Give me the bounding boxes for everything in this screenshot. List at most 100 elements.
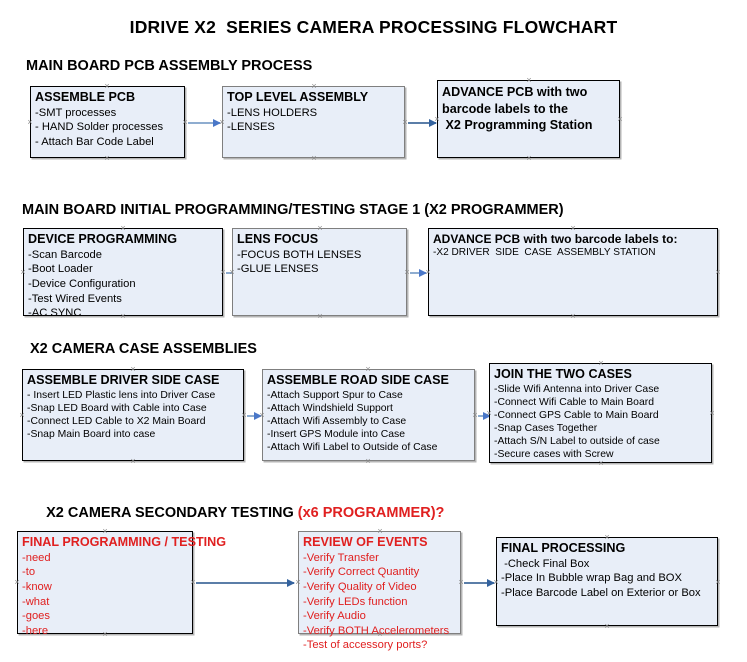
node-line: -AC SYNC [28,307,82,320]
connector-handle[interactable] [364,365,372,373]
node-line: - Attach Bar Code Label [35,135,154,148]
node-advance-pcb-driver-side-case[interactable]: ADVANCE PCB with two barcode labels to: … [428,228,718,316]
connector-handle[interactable] [103,154,111,162]
connector-handle[interactable] [13,578,21,586]
connector-arrow [188,119,221,127]
node-line: -GLUE LENSES [237,263,319,276]
node-line: - HAND Solder processes [35,121,164,134]
connector-handle[interactable] [433,115,441,123]
section-heading-main-board-initial-programming: MAIN BOARD INITIAL PROGRAMMING/TESTING S… [22,202,564,218]
connector-handle[interactable] [258,411,266,419]
section-heading-text: X2 CAMERA SECONDARY TESTING [46,505,298,521]
connector-arrow [464,579,495,587]
connector-handle[interactable] [26,118,34,126]
connector-handle[interactable] [525,154,533,162]
node-line: -Snap Cases Together [494,423,598,435]
node-line: -Connect GPS Cable to Main Board [494,410,659,422]
node-line: -Verify Audio [303,610,366,623]
connector-handle[interactable] [492,578,500,586]
node-line-overflow: -Test of accessory ports? [303,639,428,652]
connector-handle[interactable] [485,409,493,417]
node-title: FINAL PROGRAMMING / TESTING [22,535,227,549]
connector-handle[interactable] [129,365,137,373]
node-title: TOP LEVEL ASSEMBLY [227,90,369,104]
connector-handle[interactable] [18,411,26,419]
section-heading-x2-camera-secondary-testing: X2 CAMERA SECONDARY TESTING (x6 PROGRAMM… [30,489,444,537]
node-lens-focus[interactable]: LENS FOCUS -FOCUS BOTH LENSES -GLUE LENS… [232,228,407,316]
node-final-programming-testing[interactable]: FINAL PROGRAMMING / TESTING -need -to -k… [17,531,227,637]
connector-handle[interactable] [603,622,611,630]
connector-handle[interactable] [294,578,302,586]
node-line: -X2 DRIVER SIDE CASE ASSEMBLY STATION [433,247,656,259]
page-title: IDRIVE X2 SERIES CAMERA PROCESSING FLOWC… [129,17,618,37]
node-line: -Attach Windshield Support [267,402,393,414]
node-line: -Test Wired Events [28,292,122,305]
connector-handle[interactable] [129,457,137,465]
connector-arrow [410,269,427,277]
connector-handle[interactable] [569,312,577,320]
node-line: -goes [22,610,50,623]
node-line: -Check Final Box [501,557,590,570]
node-review-of-events[interactable]: REVIEW OF EVENTS -Verify Transfer -Verif… [298,531,461,651]
connector-arrow [196,579,295,587]
node-line: -Attach S/N Label to outside of case [494,436,660,448]
node-title: ADVANCE PCB with two barcode labels to t… [442,85,593,133]
connector-handle[interactable] [310,154,318,162]
node-line: -Secure cases with Screw [494,449,614,461]
connector-handle[interactable] [316,224,324,232]
node-line: -Connect LED Cable to X2 Main Board [27,416,206,428]
connector-handle[interactable] [119,312,127,320]
connector-handle[interactable] [19,268,27,276]
connector-handle[interactable] [714,268,722,276]
node-title: ADVANCE PCB with two barcode labels to: [433,232,678,246]
connector-handle[interactable] [316,312,324,320]
node-assemble-driver-side-case[interactable]: ASSEMBLE DRIVER SIDE CASE - Insert LED P… [22,369,244,461]
connector-handle[interactable] [525,76,533,84]
node-title: REVIEW OF EVENTS [303,535,428,549]
node-line: -Snap LED Board with Cable into Case [27,402,207,414]
node-line: -Device Configuration [28,277,136,290]
connector-handle[interactable] [569,224,577,232]
node-join-the-two-cases[interactable]: JOIN THE TWO CASES -Slide Wifi Antenna i… [489,363,712,463]
connector-handle[interactable] [424,268,432,276]
connector-handle[interactable] [597,359,605,367]
node-title: ASSEMBLE ROAD SIDE CASE [267,373,449,387]
node-line: -LENSES [227,121,275,134]
connector-handle[interactable] [119,224,127,232]
node-line: -Snap Main Board into case [27,429,156,441]
connector-handle[interactable] [218,118,226,126]
node-line: -SMT processes [35,106,117,119]
node-final-processing[interactable]: FINAL PROCESSING -Check Final Box -Place… [496,537,718,626]
node-line: -Verify BOTH Accelerometers [303,624,450,637]
node-line: -Verify Correct Quantity [303,566,420,579]
connector-handle[interactable] [714,578,722,586]
connector-handle[interactable] [603,533,611,541]
connector-handle[interactable] [616,115,624,123]
connector-handle[interactable] [101,527,109,535]
connector-handle[interactable] [597,459,605,467]
node-line: -to [22,566,36,579]
node-assemble-pcb[interactable]: ASSEMBLE PCB -SMT processes - HAND Solde… [30,86,185,158]
connector-handle[interactable] [376,630,384,638]
node-title: LENS FOCUS [237,232,319,246]
node-title: FINAL PROCESSING [501,541,626,555]
node-top-level-assembly[interactable]: TOP LEVEL ASSEMBLY -LENS HOLDERS -LENSES [222,86,405,158]
connector-handle[interactable] [708,409,716,417]
node-line: -Attach Support Spur to Case [267,389,403,401]
node-line: -Connect Wifi Cable to Main Board [494,396,654,408]
node-title: ASSEMBLE DRIVER SIDE CASE [27,373,220,387]
connector-handle[interactable] [103,82,111,90]
node-assemble-road-side-case[interactable]: ASSEMBLE ROAD SIDE CASE -Attach Support … [262,369,475,461]
connector-handle[interactable] [376,527,384,535]
node-advance-pcb-programming-station[interactable]: ADVANCE PCB with two barcode labels to t… [437,80,620,158]
connector-handle[interactable] [364,457,372,465]
node-line: - Insert LED Plastic lens into Driver Ca… [27,389,216,401]
connector-handle[interactable] [228,268,236,276]
node-line: -Place In Bubble wrap Bag and BOX [501,572,682,585]
node-line: -Attach Wifi Assembly to Case [267,416,407,428]
node-line: -what [22,595,50,608]
node-device-programming[interactable]: DEVICE PROGRAMMING -Scan Barcode -Boot L… [23,228,223,319]
node-line: -FOCUS BOTH LENSES [237,248,362,261]
connector-handle[interactable] [101,630,109,638]
connector-handle[interactable] [310,82,318,90]
